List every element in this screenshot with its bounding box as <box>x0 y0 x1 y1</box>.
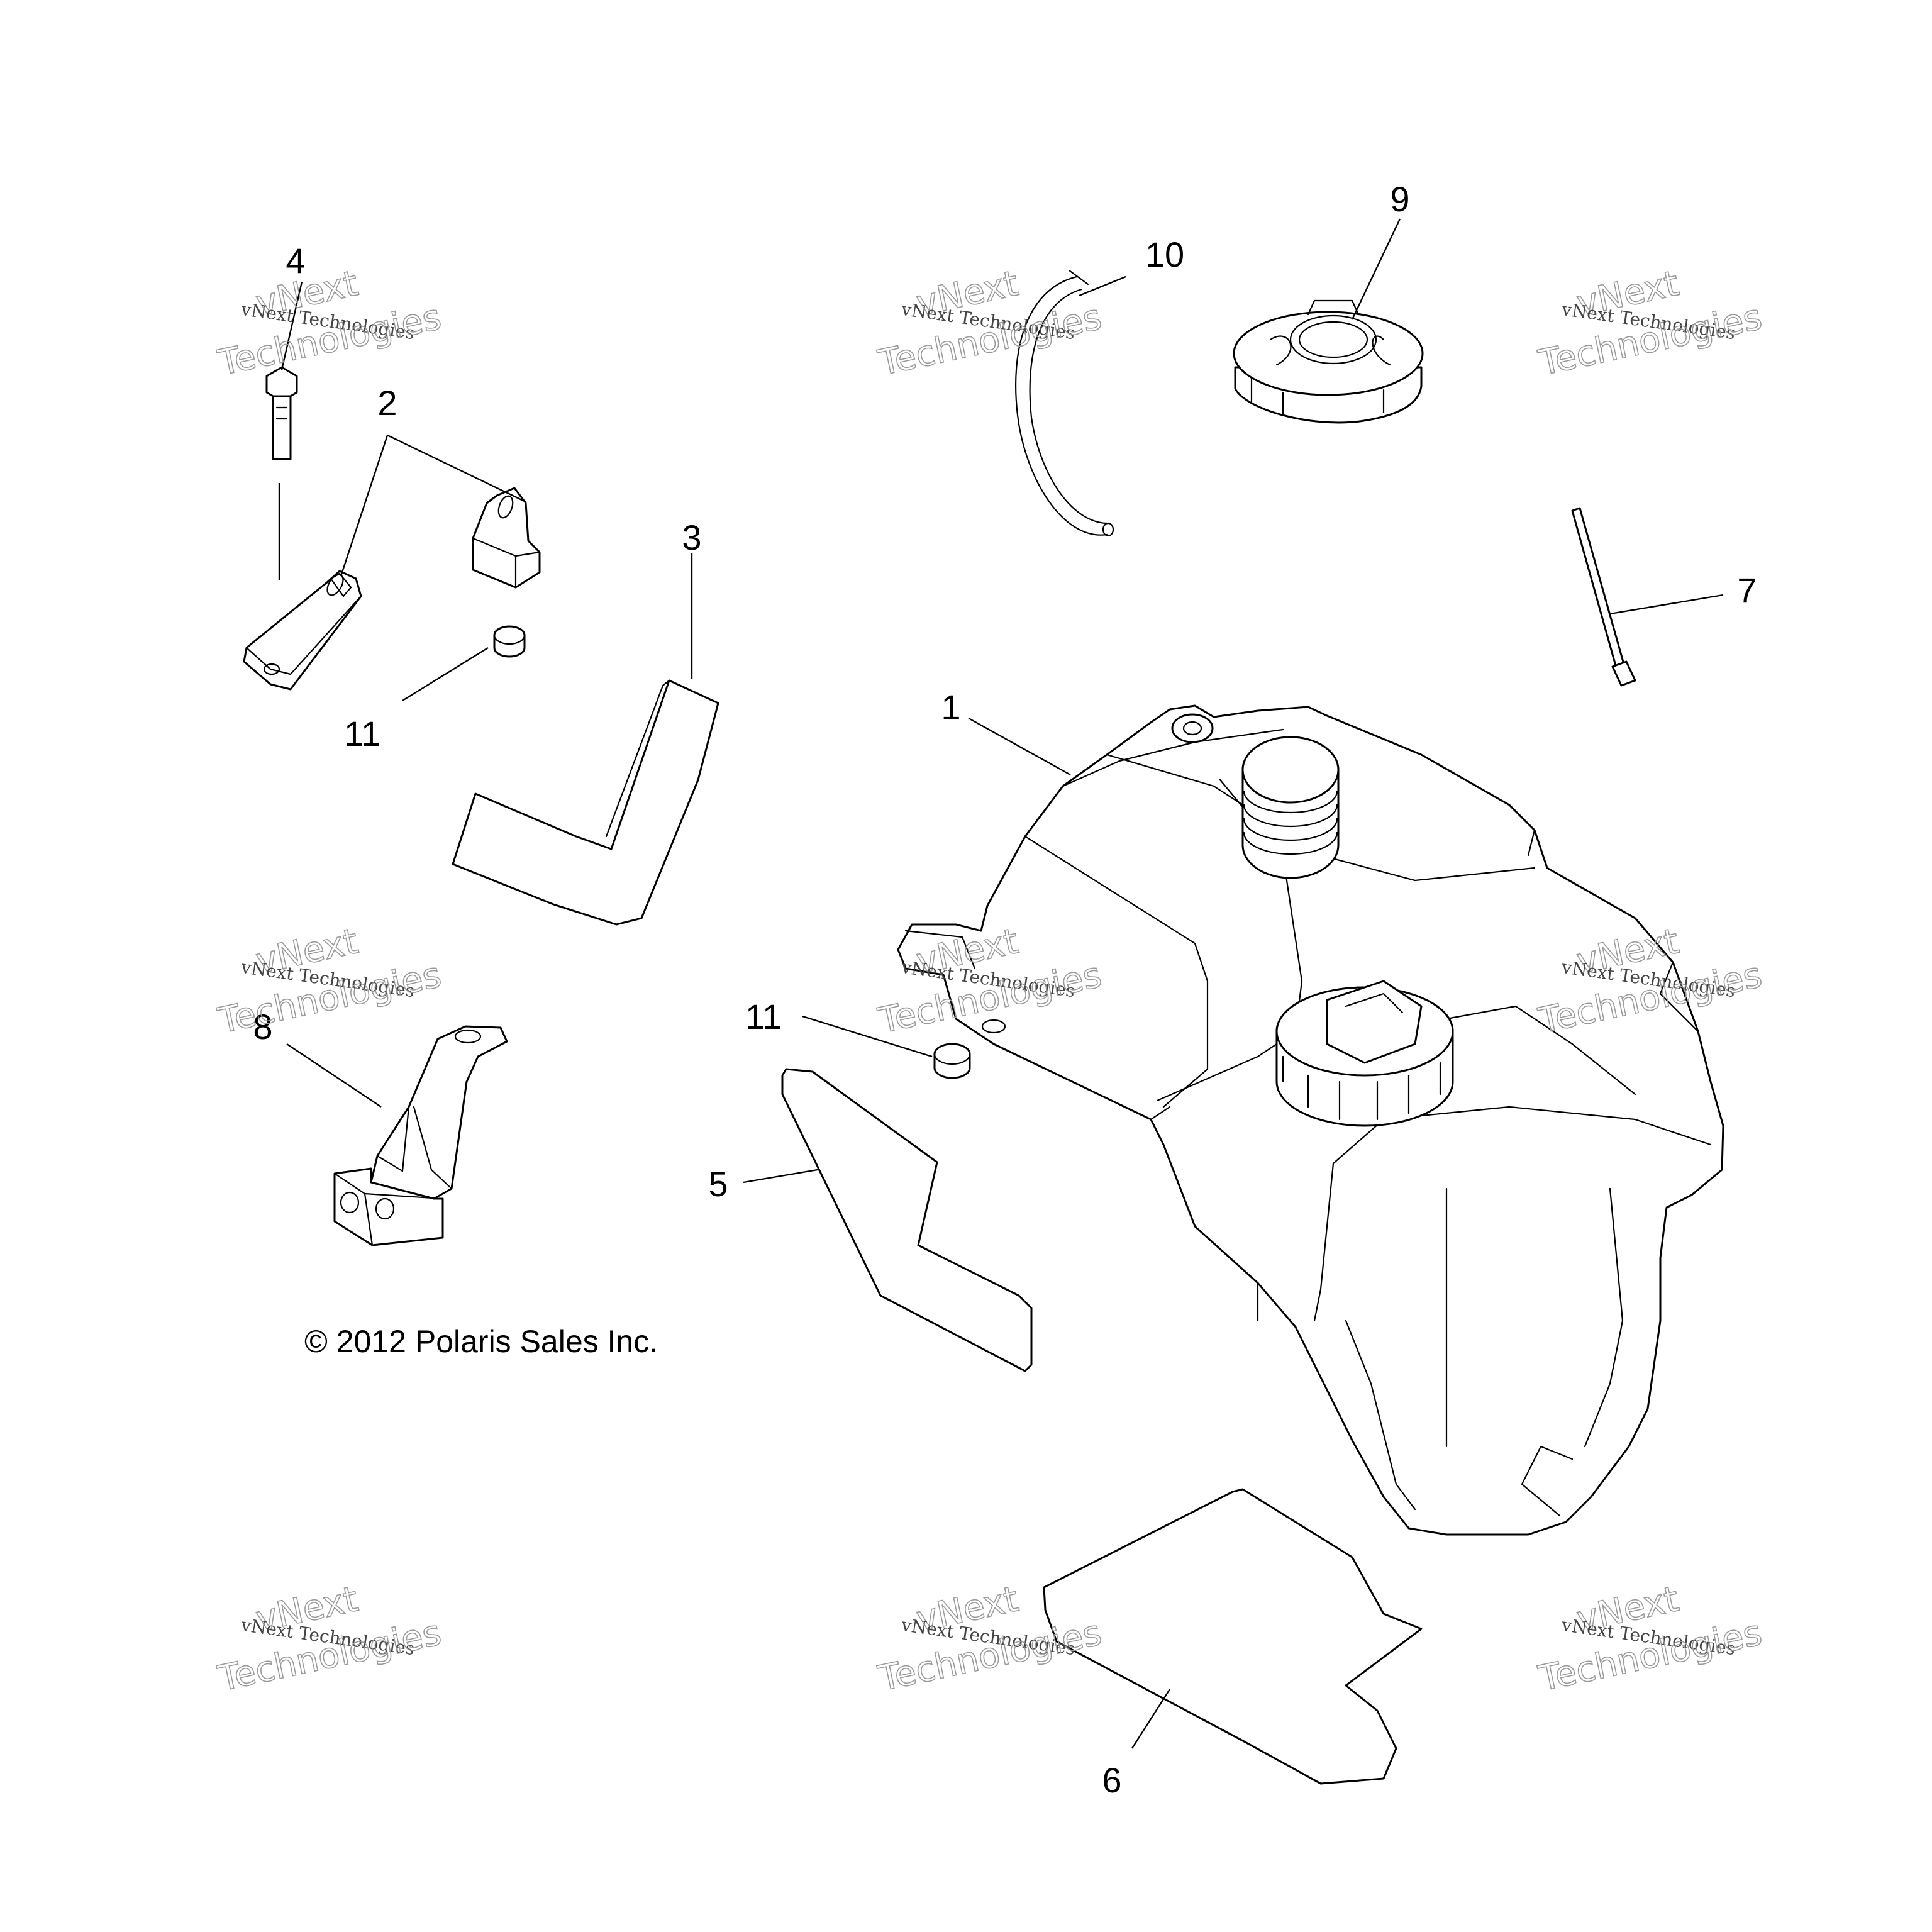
leader-7 <box>1609 594 1724 615</box>
watermark: vNext vNext Technologies Technologies <box>214 1578 445 1700</box>
part-8-bracket[interactable] <box>333 1025 508 1246</box>
part-7-rod[interactable] <box>1571 507 1636 687</box>
callout-labels: 4 2 3 11 10 9 7 1 11 5 6 8 <box>253 179 1757 1800</box>
callout-7: 7 <box>1737 570 1757 610</box>
callout-2: 2 <box>377 383 397 423</box>
callout-3: 3 <box>682 518 701 557</box>
callout-5: 5 <box>708 1164 728 1204</box>
leader-11-upper <box>402 647 489 702</box>
leader-4 <box>280 281 303 370</box>
copyright-text: © 2012 Polaris Sales Inc. <box>304 1324 658 1359</box>
part-1-fuel-tank[interactable] <box>897 704 1724 1536</box>
watermark: vNext vNext Technologies Technologies <box>1535 262 1766 384</box>
watermark: vNext vNext Technologies Technologies <box>874 262 1106 384</box>
callout-10: 10 <box>1145 235 1184 274</box>
watermark: vNext vNext Technologies Technologies <box>214 920 445 1042</box>
callout-1: 1 <box>941 687 960 727</box>
part-11-washer-upper[interactable] <box>493 625 526 658</box>
callout-11-upper: 11 <box>344 714 380 753</box>
leader-8 <box>286 1043 382 1108</box>
part-10-hose[interactable] <box>1015 269 1114 537</box>
callout-9: 9 <box>1390 179 1409 219</box>
leader-9 <box>1351 218 1401 320</box>
leader-6 <box>1131 1689 1171 1749</box>
part-11-washer-lower[interactable] <box>933 1043 971 1079</box>
leader-11-lower <box>802 1015 933 1058</box>
leader-1 <box>968 717 1071 776</box>
watermark: vNext vNext Technologies Technologies <box>214 262 445 384</box>
part-9-fuel-cap[interactable] <box>1233 299 1424 424</box>
callout-4: 4 <box>286 241 305 280</box>
watermarks: vNext vNext Technologies Technologies vN… <box>214 262 1766 1700</box>
part-2-bracket-right[interactable] <box>472 487 541 589</box>
leader-2 <box>340 434 526 577</box>
part-5-pad[interactable] <box>781 1068 1033 1372</box>
callout-6: 6 <box>1102 1760 1121 1800</box>
leader-5 <box>743 1169 818 1184</box>
leader-10 <box>1079 275 1126 297</box>
part-3-pad[interactable] <box>452 679 719 926</box>
part-6-pad[interactable] <box>1043 1488 1423 1785</box>
watermark: vNext vNext Technologies Technologies <box>1535 1578 1766 1700</box>
callout-11-lower: 11 <box>745 997 782 1036</box>
part-4-bolt[interactable] <box>265 366 298 460</box>
leader-lines <box>278 218 1724 1749</box>
callout-8: 8 <box>253 1007 272 1046</box>
part-2-bracket-left[interactable] <box>243 570 362 691</box>
